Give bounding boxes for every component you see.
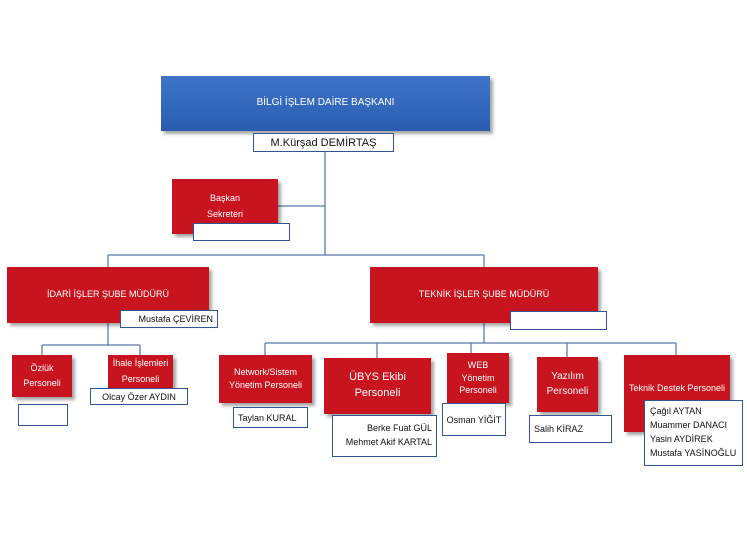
admin-director-name: Mustafa ÇEVİREN xyxy=(138,314,213,324)
web-name-box: Osman YİĞİT xyxy=(442,403,506,436)
teknik-destek-name-3: Yasin AYDİREK xyxy=(650,434,713,444)
web-name: Osman YİĞİT xyxy=(446,414,502,425)
ozluk-title-line1: Özlük xyxy=(30,362,54,373)
web-title-line1: WEB xyxy=(467,359,489,370)
ozluk-staff-box: Özlük Personeli xyxy=(12,355,72,397)
ozluk-name-box xyxy=(18,404,68,426)
ubys-title-line1: ÜBYS Ekibi xyxy=(349,371,406,384)
web-title-line3: Personeli xyxy=(459,385,497,396)
technical-director-name-box xyxy=(510,311,607,330)
network-title-line1: Network/Sistem xyxy=(233,366,297,377)
web-staff-box: WEB Yönetim Personeli xyxy=(447,353,509,403)
admin-director-name-box: Mustafa ÇEVİREN xyxy=(120,310,218,328)
secretary-title-line2: Sekreteri xyxy=(206,208,243,219)
technical-director-title: TEKNİK İŞLER ŞUBE MÜDÜRÜ xyxy=(418,289,550,300)
yazilim-name-box: Salih KİRAZ xyxy=(529,415,612,443)
ubys-name-1: Berke Fuat GÜL xyxy=(366,423,432,434)
head-name-box: M.Kürşad DEMİRTAŞ xyxy=(253,133,394,152)
network-name-box: Taylan KURAL xyxy=(233,407,308,428)
ihale-name-box: Olcay Özer AYDIN xyxy=(90,388,188,405)
ubys-name-2: Mehmet Akif KARTAL xyxy=(345,437,432,447)
yazilim-title-line1: Yazılım xyxy=(551,370,584,382)
ubys-staff-box: ÜBYS Ekibi Personeli xyxy=(324,358,431,414)
head-title-box: BİLGİ İŞLEM DAİRE BAŞKANI xyxy=(161,76,490,131)
teknik-destek-title: Teknik Destek Personeli xyxy=(628,383,726,393)
admin-director-title: İDARİ İŞLER ŞUBE MÜDÜRÜ xyxy=(46,289,170,300)
head-name: M.Kürşad DEMİRTAŞ xyxy=(270,136,377,149)
teknik-destek-name-1: Çağıl AYTAN xyxy=(650,406,702,417)
web-title-line2: Yönetim xyxy=(461,372,495,383)
ihale-title-line2: Personeli xyxy=(121,373,160,384)
yazilim-staff-box: Yazılım Personeli xyxy=(537,357,598,412)
network-name: Taylan KURAL xyxy=(238,412,297,423)
ubys-title-line2: Personeli xyxy=(354,387,401,399)
teknik-destek-name-4: Mustafa YASİNOĞLU xyxy=(650,447,737,458)
secretary-title-line1: Başkan xyxy=(209,193,241,204)
ubys-names-box: Berke Fuat GÜL Mehmet Akif KARTAL xyxy=(332,415,437,457)
ozluk-title-line2: Personeli xyxy=(23,378,61,388)
secretary-name-box xyxy=(193,223,290,241)
head-title: BİLGİ İŞLEM DAİRE BAŞKANI xyxy=(256,97,395,109)
ihale-title-line1: İhale İşlemleri xyxy=(112,358,169,369)
yazilim-name: Salih KİRAZ xyxy=(534,424,584,434)
teknik-destek-name-2: Muammer DANACI xyxy=(650,420,728,431)
teknik-destek-names-box: Çağıl AYTAN Muammer DANACI Yasin AYDİREK… xyxy=(644,400,743,466)
yazilim-title-line2: Personeli xyxy=(546,386,589,397)
ihale-name: Olcay Özer AYDIN xyxy=(102,391,176,402)
network-staff-box: Network/Sistem Yönetim Personeli xyxy=(219,355,312,403)
network-title-line2: Yönetim Personeli xyxy=(228,380,303,390)
ihale-staff-box: İhale İşlemleri Personeli xyxy=(108,355,173,388)
technical-director-box: TEKNİK İŞLER ŞUBE MÜDÜRÜ xyxy=(370,267,598,323)
